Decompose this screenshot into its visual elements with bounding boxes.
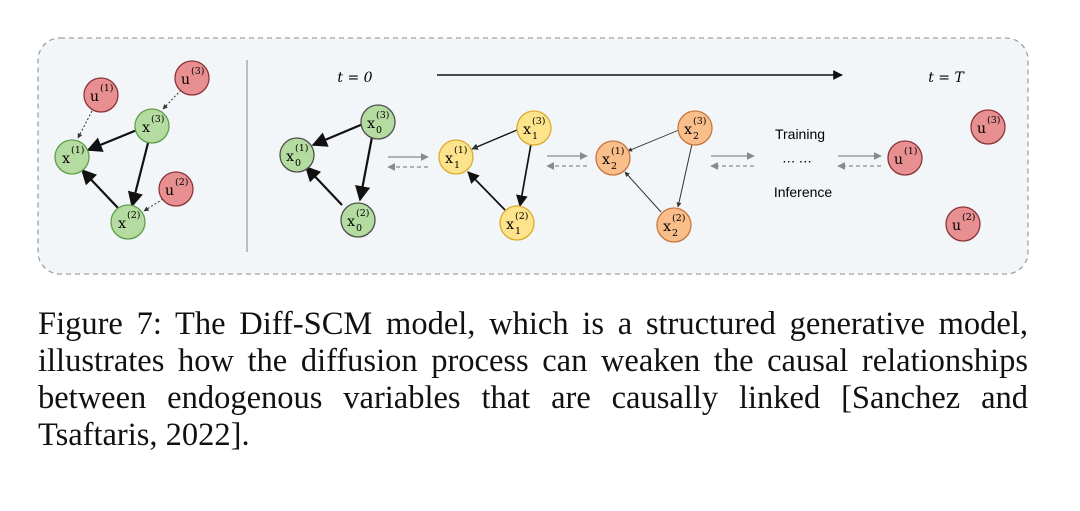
svg-text:u: u [90,89,99,105]
time-start-label: t = 0 [337,70,372,86]
transition-1-2 [546,152,588,170]
svg-text:x: x [684,122,692,138]
step-1-node-3: x (3) 1 [516,110,552,146]
svg-text:u: u [181,72,190,88]
svg-text:(2): (2) [175,177,188,188]
transition-0-1 [387,153,429,171]
svg-text:(3): (3) [191,66,204,77]
svg-text:u: u [894,152,903,168]
svg-text:(1): (1) [71,145,84,156]
svg-text:(3): (3) [987,115,1000,126]
terminal-node-u3: u (3) [970,109,1006,145]
left-node-x3: x (3) [134,108,170,144]
svg-text:(1): (1) [904,146,917,157]
svg-text:u: u [952,218,961,234]
left-node-u1: u (1) [83,77,119,113]
terminal-node-u1: u (1) [887,140,923,176]
svg-text:x: x [523,122,531,138]
time-end-label: t = T [928,70,965,86]
svg-text:(1): (1) [100,83,113,94]
step-0-node-2: x (2) 0 [340,202,376,238]
figure-caption: Figure 7: The Diff-SCM model, which is a… [38,306,1028,453]
step-0-node-1: x (1) 0 [279,137,315,173]
svg-text:x: x [62,151,70,167]
step-2-graph: x (1) 2 x (3) 2 x (2) 2 [595,110,713,243]
left-causal-graph: x (1) x (3) x (2) u (1) u (3) u (2) [54,60,210,240]
svg-text:x: x [602,152,610,168]
figure-panel [37,37,1029,275]
svg-text:(3): (3) [151,114,164,125]
step-2-node-3: x (3) 2 [677,110,713,146]
svg-text:0: 0 [376,125,382,136]
left-node-x2: x (2) [110,204,146,240]
time-axis: t = 0 t = T [337,70,965,86]
left-node-u2: u (2) [158,171,194,207]
step-2-node-1: x (1) 2 [595,140,631,176]
svg-text:(3): (3) [532,116,545,127]
svg-text:(2): (2) [127,210,140,221]
svg-text:0: 0 [356,223,362,234]
svg-text:(3): (3) [693,116,706,127]
ellipsis: ⋯ ⋯ [782,154,812,169]
svg-text:u: u [165,183,174,199]
svg-text:1: 1 [454,160,460,171]
svg-text:2: 2 [611,161,617,172]
svg-text:(2): (2) [515,211,528,222]
svg-text:x: x [347,214,355,230]
training-label: Training [775,126,825,142]
svg-text:2: 2 [672,228,678,239]
svg-text:(2): (2) [356,208,369,219]
svg-text:(1): (1) [454,145,467,156]
left-node-x1: x (1) [54,139,90,175]
svg-text:1: 1 [532,131,538,142]
svg-text:x: x [663,219,671,235]
svg-text:x: x [142,120,150,136]
step-2-node-2: x (2) 2 [656,207,692,243]
svg-text:(1): (1) [295,143,308,154]
step-0-graph: x (1) 0 x (3) 0 x (2) 0 [279,104,396,238]
svg-text:u: u [977,121,986,137]
terminal-node-u2: u (2) [945,206,981,242]
svg-text:x: x [286,149,294,165]
transition-2-T: Training ⋯ ⋯ Inference [710,126,882,200]
svg-text:1: 1 [515,226,521,237]
svg-text:2: 2 [693,131,699,142]
terminal-noise-nodes: u (1) u (3) u (2) [887,109,1006,242]
svg-text:x: x [118,216,126,232]
svg-text:(3): (3) [376,110,389,121]
step-0-node-3: x (3) 0 [360,104,396,140]
step-1-node-1: x (1) 1 [438,139,474,175]
svg-text:0: 0 [295,158,301,169]
step-1-graph: x (1) 1 x (3) 1 x (2) 1 [438,110,552,241]
svg-text:x: x [445,151,453,167]
svg-text:x: x [367,116,375,132]
left-node-u3: u (3) [174,60,210,96]
diff-scm-diagram: x (1) x (3) x (2) u (1) u (3) u (2) [37,37,1029,275]
svg-text:(2): (2) [962,212,975,223]
step-1-node-2: x (2) 1 [499,205,535,241]
svg-text:(1): (1) [611,146,624,157]
svg-text:(2): (2) [672,213,685,224]
inference-label: Inference [774,184,833,200]
svg-text:x: x [506,217,514,233]
